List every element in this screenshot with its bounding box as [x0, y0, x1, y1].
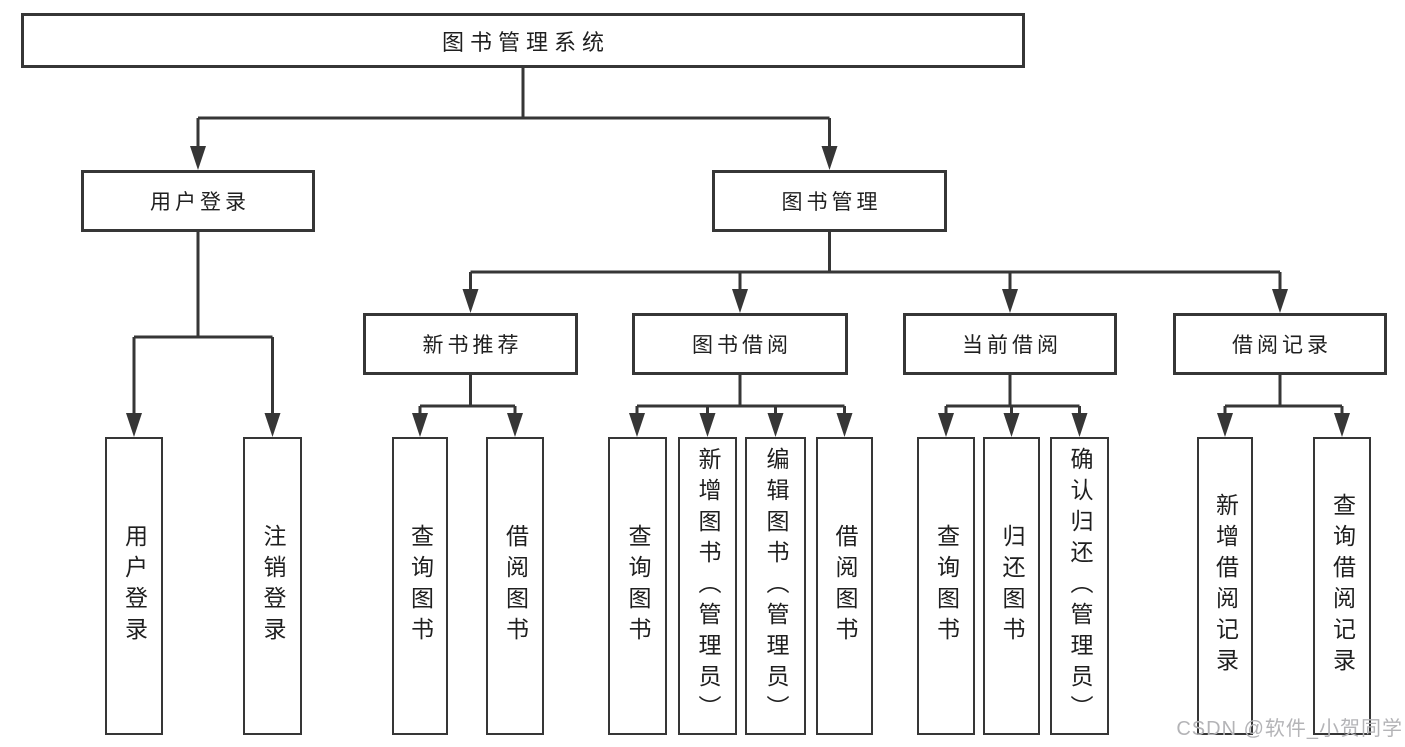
- node-current-borrowing: 当前借阅: [903, 313, 1117, 375]
- leaf-label: 编辑图书（管理员）: [763, 446, 789, 726]
- leaf-label: 用户登录: [121, 524, 148, 648]
- arrow-down-icon: [1272, 289, 1288, 313]
- arrow-down-icon: [699, 413, 716, 437]
- arrow-down-icon: [126, 413, 142, 437]
- arrow-down-icon: [1334, 413, 1350, 437]
- node-label: 新书推荐: [422, 334, 523, 357]
- arrow-down-icon: [821, 146, 838, 170]
- arrow-down-icon: [264, 413, 281, 437]
- leaf-borrowing-edit-books-admin: 编辑图书（管理员）: [745, 437, 806, 735]
- leaf-records-add-borrow-record: 新增借阅记录: [1197, 437, 1253, 735]
- leaf-recommend-borrow-books: 借阅图书: [486, 437, 544, 735]
- node-label: 借阅记录: [1232, 334, 1332, 357]
- leaf-records-query-borrow-record: 查询借阅记录: [1313, 437, 1371, 735]
- node-label: 图书管理系统: [441, 29, 610, 55]
- arrow-down-icon: [1002, 289, 1018, 313]
- leaf-label: 确认归还（管理员）: [1067, 446, 1093, 726]
- leaf-logout: 注销登录: [243, 437, 302, 735]
- leaf-label: 归还图书: [999, 524, 1025, 648]
- arrow-down-icon: [1071, 413, 1088, 437]
- node-user-login: 用户登录: [81, 170, 315, 232]
- leaf-label: 新增借阅记录: [1212, 493, 1239, 679]
- leaf-label: 查询图书: [625, 524, 651, 648]
- arrow-down-icon: [507, 413, 523, 437]
- arrow-down-icon: [462, 289, 479, 313]
- leaf-current-return-books: 归还图书: [983, 437, 1040, 735]
- leaf-borrowing-query-books: 查询图书: [608, 437, 667, 735]
- node-new-book-recommendation: 新书推荐: [363, 313, 578, 375]
- node-library-system: 图书管理系统: [21, 13, 1025, 68]
- arrow-down-icon: [190, 146, 206, 170]
- arrow-down-icon: [836, 413, 853, 437]
- leaf-label: 借阅图书: [502, 524, 529, 648]
- arrow-down-icon: [629, 413, 645, 437]
- node-borrowing-records: 借阅记录: [1173, 313, 1387, 375]
- arrow-down-icon: [1003, 413, 1020, 437]
- leaf-recommend-query-books: 查询图书: [392, 437, 448, 735]
- node-label: 图书借阅: [692, 334, 792, 357]
- arrow-down-icon: [767, 413, 784, 437]
- leaf-label: 借阅图书: [832, 524, 858, 648]
- node-book-borrowing: 图书借阅: [632, 313, 848, 375]
- arrow-down-icon: [1217, 413, 1233, 437]
- leaf-borrowing-borrow-books: 借阅图书: [816, 437, 873, 735]
- node-label: 用户登录: [150, 191, 250, 214]
- leaf-label: 查询图书: [407, 524, 434, 648]
- leaf-label: 新增图书（管理员）: [695, 446, 721, 726]
- node-book-management: 图书管理: [712, 170, 947, 232]
- leaf-user-login: 用户登录: [105, 437, 163, 735]
- node-label: 图书管理: [781, 191, 882, 214]
- leaf-borrowing-add-books-admin: 新增图书（管理员）: [678, 437, 737, 735]
- node-label: 当前借阅: [962, 334, 1062, 357]
- arrow-down-icon: [412, 413, 428, 437]
- csdn-watermark: CSDN @软件_小贺同学: [1176, 718, 1403, 740]
- arrow-down-icon: [938, 413, 954, 437]
- leaf-label: 查询借阅记录: [1329, 493, 1356, 679]
- leaf-label: 查询图书: [933, 524, 960, 648]
- leaf-current-confirm-return-admin: 确认归还（管理员）: [1050, 437, 1109, 735]
- leaf-label: 注销登录: [260, 524, 286, 648]
- arrow-down-icon: [732, 289, 748, 313]
- leaf-current-query-books: 查询图书: [917, 437, 975, 735]
